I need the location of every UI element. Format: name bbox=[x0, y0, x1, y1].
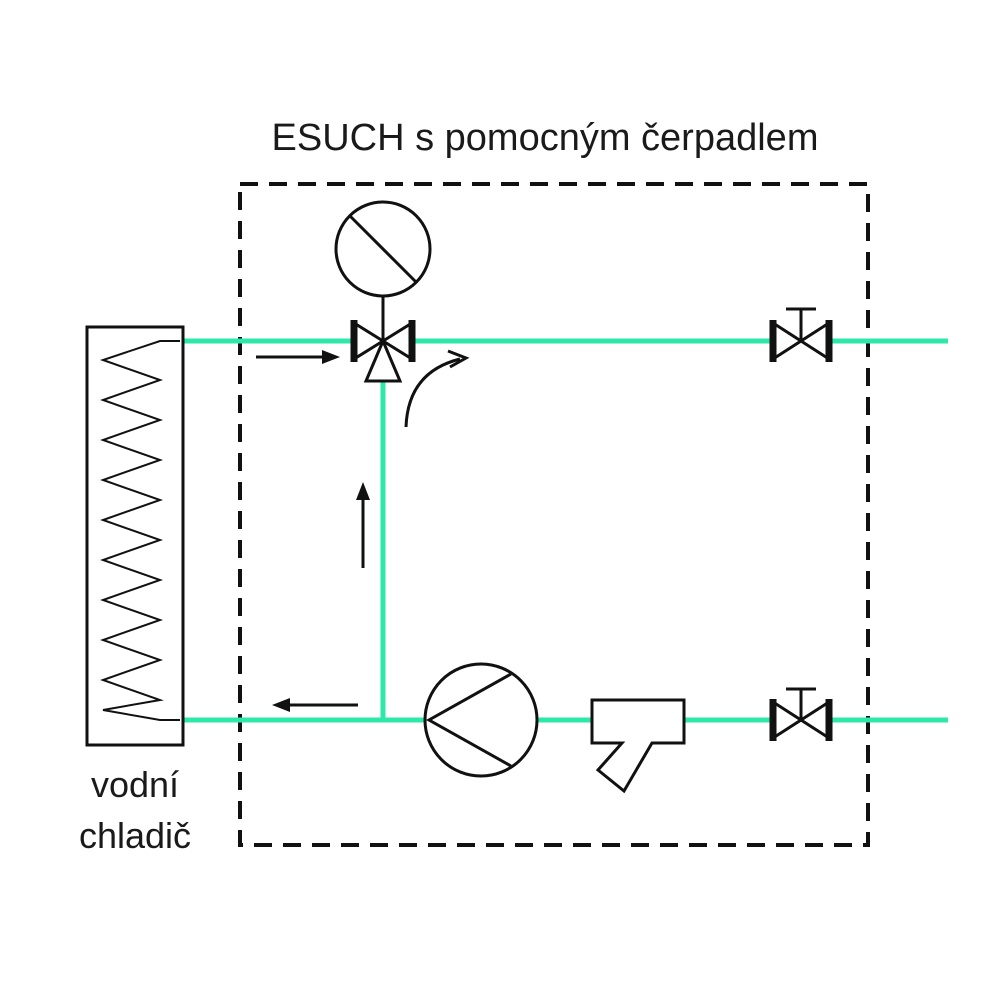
strainer-filter bbox=[590, 698, 686, 794]
curved-arrow-icon bbox=[404, 349, 470, 428]
arrow-left-icon bbox=[272, 698, 358, 712]
diagram-title: ESUCH s pomocným čerpadlem bbox=[272, 117, 819, 159]
module-boundary bbox=[238, 182, 870, 847]
circulation-pump bbox=[423, 662, 539, 778]
arrow-up-icon bbox=[356, 482, 370, 568]
cooler-label-line1: vodní bbox=[91, 764, 179, 805]
valve-actuator bbox=[334, 200, 432, 341]
arrow-right-icon bbox=[256, 350, 340, 364]
water-cooler bbox=[85, 325, 185, 747]
pipes bbox=[180, 338, 948, 723]
cooler-coil bbox=[99, 340, 180, 721]
shutoff-valve-top bbox=[769, 307, 833, 362]
shutoff-valve-bottom bbox=[769, 687, 833, 741]
cooler-label-line2: chladič bbox=[79, 815, 191, 856]
three-way-valve bbox=[350, 320, 416, 383]
flow-arrows bbox=[256, 349, 470, 712]
